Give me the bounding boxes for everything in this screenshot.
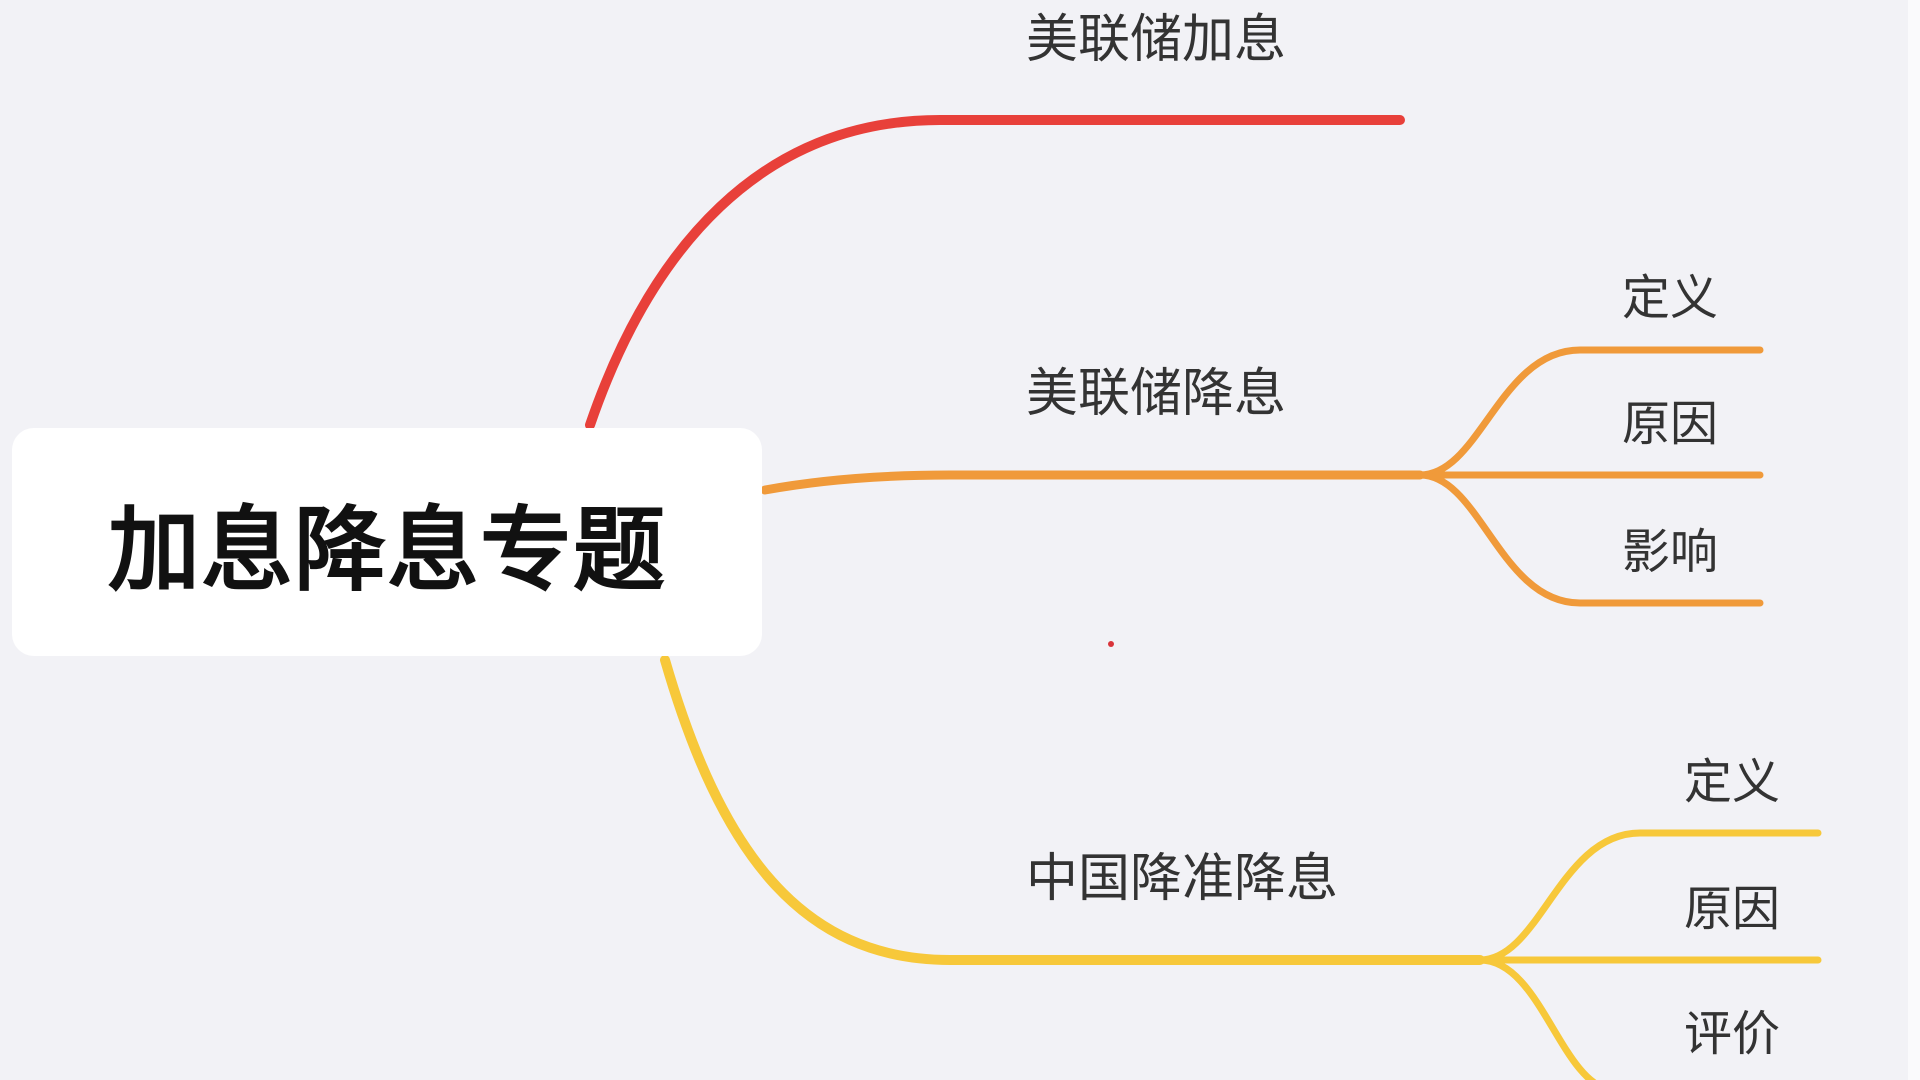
marker-dot xyxy=(1108,641,1114,647)
branch-link-3 xyxy=(660,655,1485,965)
leaf-link-3-1 xyxy=(1476,829,1822,964)
root-label: 加息降息专题 xyxy=(107,496,666,604)
leaf-link-2-1 xyxy=(1416,346,1764,479)
leaf-label-evaluation[interactable]: 评价 xyxy=(1684,1006,1781,1062)
right-edge-strip xyxy=(1908,0,1920,1080)
leaf-link-2-3 xyxy=(1416,471,1764,607)
branch-link-1 xyxy=(585,115,1405,430)
root-node[interactable]: 加息降息专题 xyxy=(12,428,762,656)
branch-link-2 xyxy=(760,470,1425,495)
leaf-label-reason[interactable]: 原因 xyxy=(1684,881,1781,937)
leaf-label-reason[interactable]: 原因 xyxy=(1622,396,1719,452)
branch-label-fed-rate-hike[interactable]: 美联储加息 xyxy=(1026,10,1287,70)
leaf-label-definition[interactable]: 定义 xyxy=(1622,270,1719,326)
branch-label-china-rrr-rate-cut[interactable]: 中国降准降息 xyxy=(1026,849,1339,909)
leaf-label-impact[interactable]: 影响 xyxy=(1622,524,1719,580)
branch-label-fed-rate-cut[interactable]: 美联储降息 xyxy=(1026,364,1287,424)
leaf-link-3-3 xyxy=(1476,956,1597,1080)
leaf-label-definition[interactable]: 定义 xyxy=(1684,754,1781,810)
